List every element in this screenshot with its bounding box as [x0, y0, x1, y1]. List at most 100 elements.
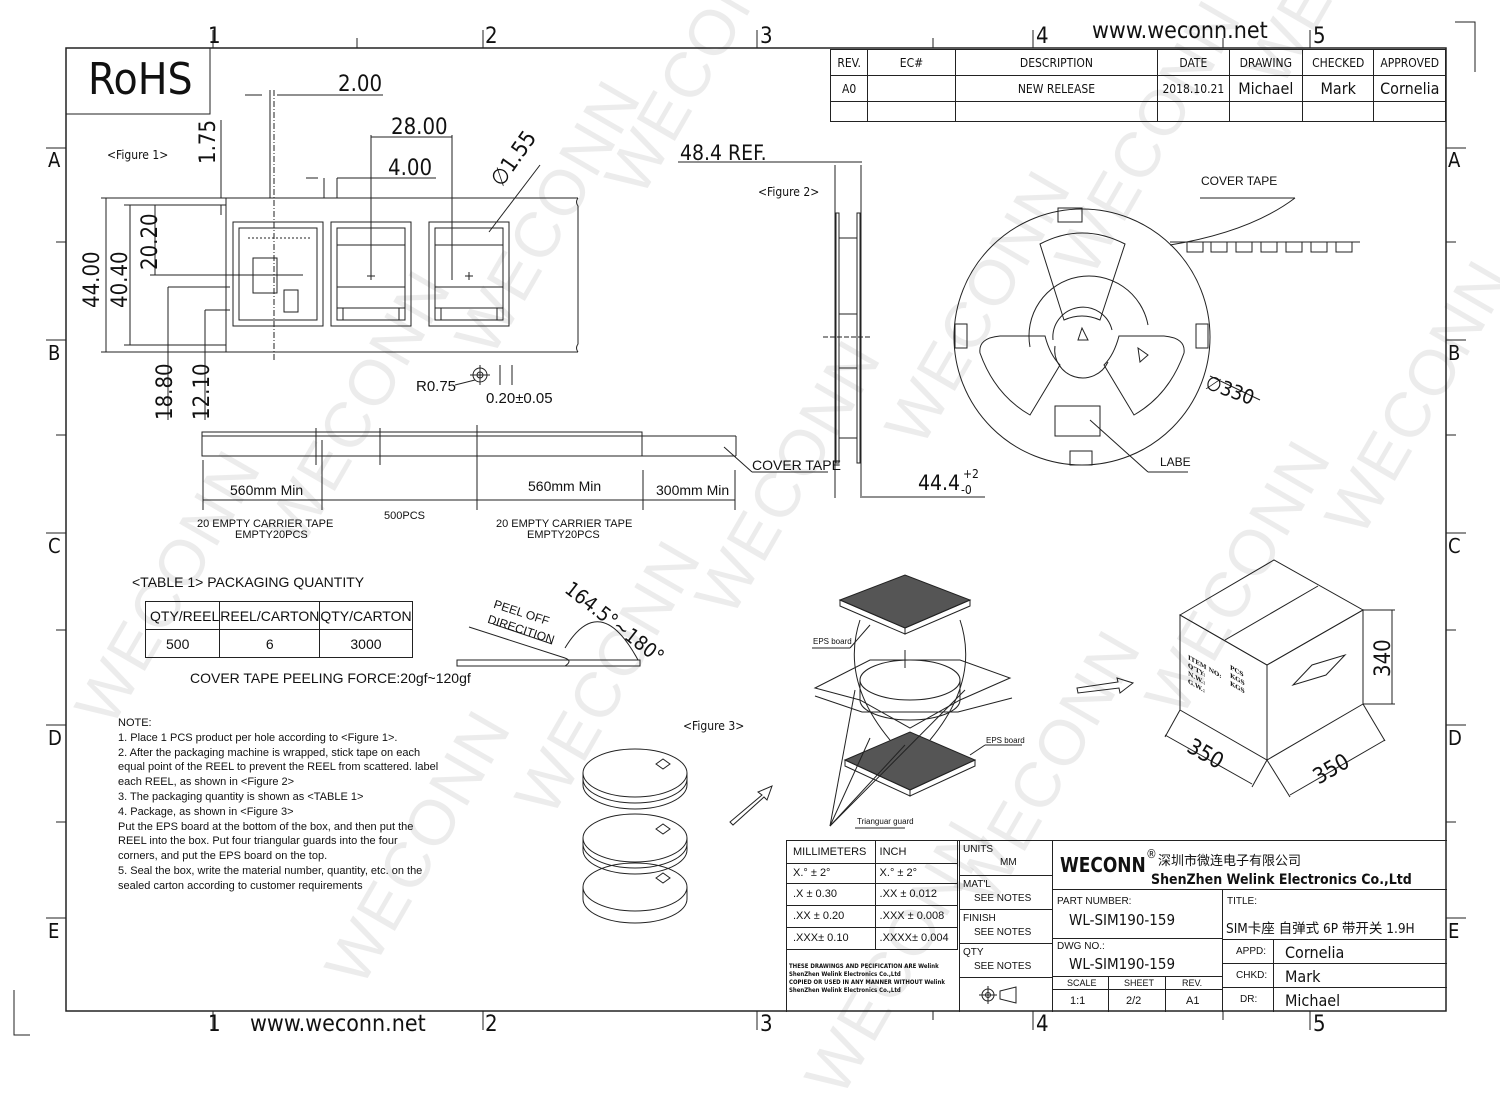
note-line: REEL into the box. Put four triangular g… — [118, 835, 398, 848]
divider — [1273, 939, 1274, 1012]
tolerance-row: .X ± 0.30 .XX ± 0.012 — [787, 882, 959, 906]
qty-label: QTY — [963, 947, 984, 958]
rev-value: A1 — [1186, 995, 1200, 1007]
disclaimer-line: THESE DRAWINGS AND PECIFICATION ARE Weli… — [789, 963, 939, 970]
dim-hub-tol-plus: +2 — [963, 467, 979, 481]
company-name-cn: 深圳市微连电子有限公司 — [1158, 854, 1302, 869]
revision-table: REV. EC# DESCRIPTION DATE DRAWING CHECKE… — [829, 49, 1446, 122]
title-block: MILLIMETERS INCH X.° ± 2° X.° ± 2° .X ± … — [786, 840, 1447, 1012]
table1-header-row: QTY/REEL REEL/CARTON QTY/CARTON — [144, 601, 413, 630]
company-brand: WECONN — [1060, 853, 1146, 877]
dim-thickness: 0.20±0.05 — [486, 390, 553, 407]
note-line: 5. Seal the box, write the material numb… — [118, 864, 423, 877]
column-marker: 5 — [1313, 1012, 1326, 1037]
units-value: MM — [1000, 857, 1017, 868]
empty-cell — [1302, 101, 1375, 122]
column-marker: 1 — [208, 1012, 221, 1037]
row-marker: B — [1448, 341, 1461, 365]
sheet-label: SHEET — [1124, 978, 1155, 988]
inch-tol: .XXXX± 0.004 — [874, 926, 959, 950]
dim-edge-offset: 1.75 — [196, 119, 221, 164]
segment-note: EMPTY20PCS — [235, 529, 308, 541]
note-line: 4. Package, as shown in <Figure 3> — [118, 805, 294, 818]
cover-tape-label: COVER TAPE — [1201, 174, 1278, 188]
divider — [960, 977, 1052, 978]
divider — [960, 909, 1052, 910]
segment-length: 560mm Min — [528, 478, 602, 494]
dim-tape-width: 44.00 — [80, 251, 105, 308]
inch-tol: .XX ± 0.012 — [874, 882, 959, 906]
divider — [1165, 976, 1166, 1012]
dim-hole-span: 40.40 — [108, 251, 133, 308]
empty-cell — [829, 101, 869, 122]
eps-board-label: EPS board — [986, 736, 1025, 745]
column-marker: 5 — [1313, 24, 1326, 49]
divider — [1223, 963, 1447, 964]
scale-value: 1:1 — [1070, 995, 1086, 1007]
drawing-title: SIM卡座 自弹式 6P 带开关 1.9H — [1226, 921, 1415, 937]
note-line: equal point of the REEL to prevent the R… — [118, 761, 439, 774]
drawing-linework — [13, 21, 1476, 1036]
ec-cell — [867, 75, 956, 102]
tolerance-row: .XX ± 0.20 .XXX ± 0.008 — [787, 904, 959, 928]
figure1-caption: <Figure 1> — [107, 148, 169, 162]
dim-hole-pitch: 4.00 — [388, 156, 433, 181]
rev-cell: A0 — [829, 75, 869, 102]
rev-label: REV. — [1182, 978, 1203, 988]
divider — [960, 943, 1052, 944]
approved-cell: Cornelia — [1373, 75, 1446, 102]
note-line: 2. After the packaging machine is wrappe… — [118, 746, 421, 759]
scale-label: SCALE — [1067, 978, 1097, 988]
revision-row: A0 NEW RELEASE 2018.10.21 Michael Mark C… — [829, 75, 1446, 102]
packaging-quantity-table: QTY/REEL REEL/CARTON QTY/CARTON 500 6 30… — [144, 601, 413, 658]
inch-header: INCH — [874, 841, 959, 864]
inch-tol: .XXX ± 0.008 — [874, 904, 959, 928]
finish-label: FINISH — [963, 913, 996, 924]
empty-cell — [1157, 101, 1230, 122]
tolerance-table: MILLIMETERS INCH X.° ± 2° X.° ± 2° .X ± … — [787, 841, 959, 950]
projection-symbol-icon — [979, 986, 1017, 1004]
title-approvals: TITLE: SIM卡座 自弹式 6P 带开关 1.9H APPD: Corne… — [1223, 889, 1447, 1012]
dwg-no: WL-SIM190-159 — [1069, 955, 1176, 973]
segment-note: 20 EMPTY CARRIER TAPE — [197, 518, 334, 530]
dim-hub-tol-minus: -0 — [961, 483, 972, 497]
qty-carton-header: QTY/CARTON — [319, 601, 413, 630]
column-marker: 2 — [485, 1012, 498, 1037]
table1-value-row: 500 6 3000 — [144, 629, 413, 658]
guard-label: Trianguar guard — [857, 817, 914, 826]
row-marker: E — [1448, 919, 1460, 943]
disclaimer-line: COPIED OR USED IN ANY MANNER WITHOUT Wel… — [789, 979, 945, 986]
approved-header: APPROVED — [1373, 49, 1446, 76]
empty-cell — [1373, 101, 1446, 122]
divider — [960, 875, 1052, 876]
qty-reel-header: QTY/REEL — [144, 601, 221, 630]
divider — [1052, 989, 1222, 990]
row-marker: D — [48, 726, 62, 750]
tolerance-header-row: MILLIMETERS INCH — [787, 841, 959, 864]
mm-tol: X.° ± 2° — [787, 862, 876, 884]
reel-carton-value: 6 — [219, 629, 321, 658]
part-info: PART NUMBER: WL-SIM190-159 DWG NO.: WL-S… — [1052, 889, 1223, 1012]
checked-cell: Mark — [1302, 75, 1375, 102]
dr-value: Michael — [1285, 991, 1341, 1010]
row-marker: D — [1448, 726, 1462, 750]
revision-header-row: REV. EC# DESCRIPTION DATE DRAWING CHECKE… — [829, 49, 1446, 76]
note-line: 3. The packaging quantity is shown as <T… — [118, 790, 364, 803]
ec-header: EC# — [867, 49, 956, 76]
note-line: Put the EPS board at the bottom of the b… — [118, 820, 414, 833]
divider — [1108, 976, 1109, 1012]
row-marker: E — [48, 919, 60, 943]
drawing-cell: Michael — [1228, 75, 1304, 102]
dwg-no-label: DWG NO.: — [1057, 941, 1105, 952]
segment-length: 300mm Min — [656, 482, 730, 498]
note-line: sealed carton according to customer requ… — [118, 879, 363, 892]
note-line: each REEL, as shown in <Figure 2> — [118, 776, 295, 789]
date-cell: 2018.10.21 — [1157, 75, 1230, 102]
company-header: WECONN ® 深圳市微连电子有限公司 ShenZhen Welink Ele… — [1052, 841, 1447, 890]
note-line: corners, and put the EPS board on the to… — [118, 850, 328, 863]
description-cell: NEW RELEASE — [954, 75, 1159, 102]
tolerance-row: .XXX± 0.10 .XXXX± 0.004 — [787, 926, 959, 950]
divider — [1223, 939, 1447, 940]
qty-reel-value: 500 — [144, 629, 221, 658]
finish-value: SEE NOTES — [974, 927, 1032, 938]
